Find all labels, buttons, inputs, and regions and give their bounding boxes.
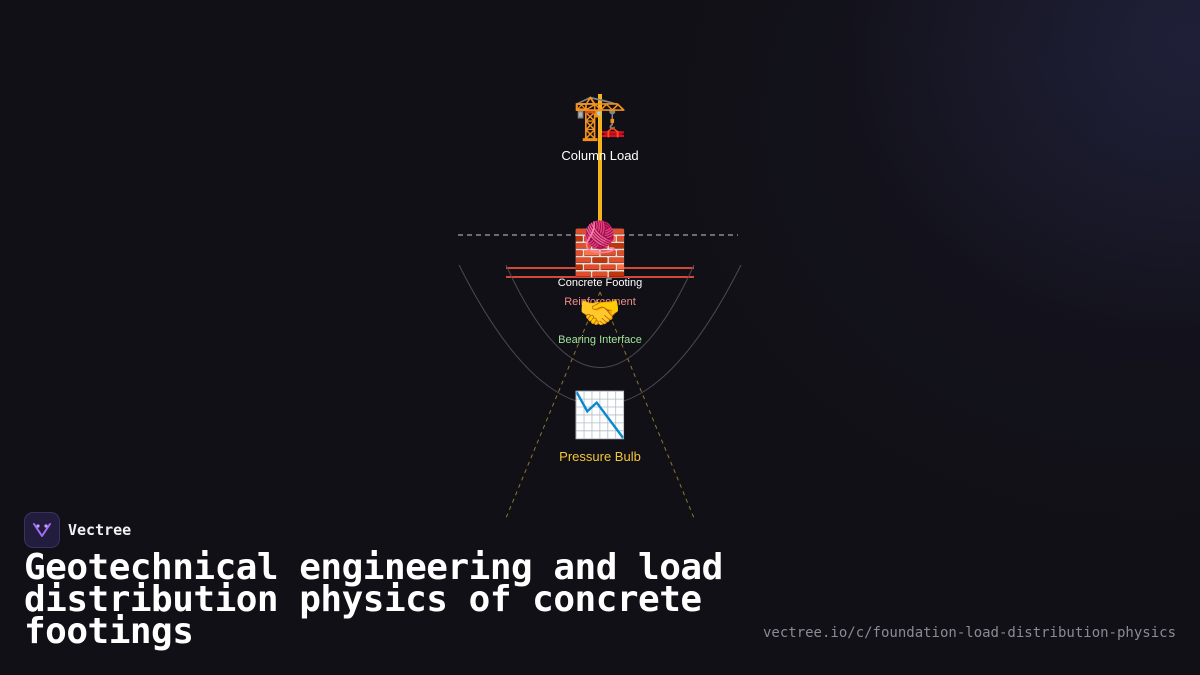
source-url: vectree.io/c/foundation-load-distributio… bbox=[762, 625, 1176, 641]
vectree-logo-icon bbox=[24, 512, 60, 548]
pressure-bulb-inner bbox=[505, 264, 695, 368]
brand: Vectree bbox=[24, 512, 131, 548]
page-title: Geotechnical engineering and load distri… bbox=[24, 547, 723, 652]
brick-icon: 🧱 bbox=[572, 228, 628, 279]
load-spread-left bbox=[505, 291, 601, 519]
crane-icon: 🏗️ bbox=[572, 92, 628, 143]
pressure-bulb-outer bbox=[458, 264, 742, 406]
load-spread-right bbox=[599, 291, 695, 519]
handshake-icon: 🤝 bbox=[578, 293, 622, 333]
bearing-interface-label: Bearing Interface bbox=[558, 334, 642, 346]
reinforcement-label: Reinforcement bbox=[564, 296, 636, 308]
column-load-label: Column Load bbox=[561, 148, 639, 163]
chart-decreasing-icon: 📉 bbox=[572, 390, 628, 441]
brand-name: Vectree bbox=[68, 521, 132, 539]
concrete-footing-label: Concrete Footing bbox=[557, 277, 643, 289]
pressure-bulb-label: Pressure Bulb bbox=[559, 449, 641, 464]
yarn-ball-icon: 🧶 bbox=[581, 220, 619, 255]
